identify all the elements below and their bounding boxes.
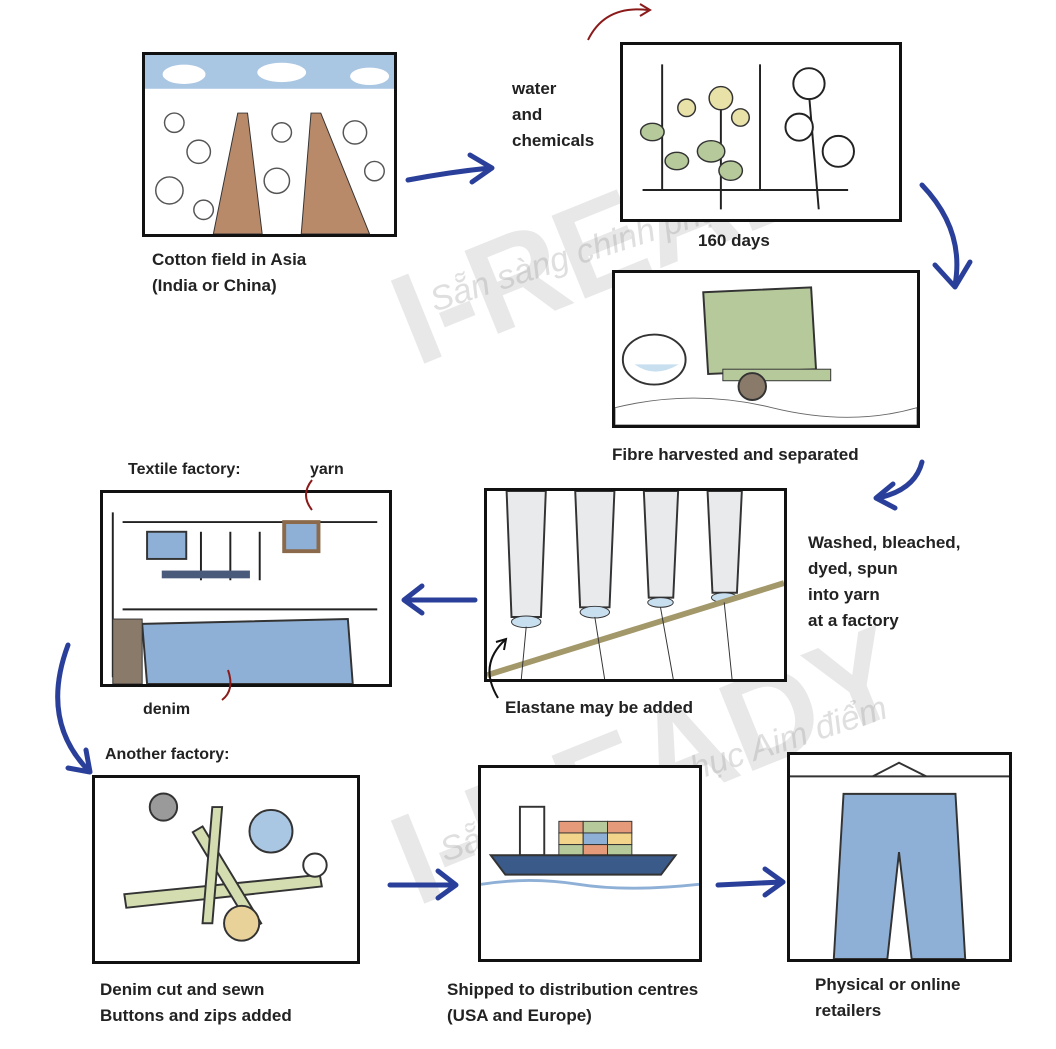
denim-label: denim <box>143 701 191 718</box>
caption-line: Washed, bleached, <box>808 533 961 552</box>
step2-caption: 160 days <box>698 231 770 250</box>
label-line: and <box>512 105 543 124</box>
textile-factory-heading: Textile factory: <box>128 461 241 478</box>
caption-line: Physical or online <box>815 975 961 994</box>
cargo-ship-image <box>478 765 702 962</box>
arrow-3-to-4 <box>873 459 925 511</box>
jeans-image <box>787 752 1012 962</box>
harvester-image <box>612 270 920 428</box>
arrow-1-to-2 <box>405 152 495 185</box>
caption-line: (USA and Europe) <box>447 1006 592 1025</box>
arrow-6-to-7 <box>387 868 459 901</box>
caption-line: Buttons and zips added <box>100 1006 292 1025</box>
arrow-2-to-3 <box>919 182 973 290</box>
caption-line: (India or China) <box>152 276 277 295</box>
water-input-arrow <box>587 3 652 41</box>
step3-caption: Fibre harvested and separated <box>612 445 859 464</box>
another-factory-heading: Another factory: <box>105 746 230 763</box>
step7-caption: Shipped to distribution centres (USA and… <box>447 977 698 1029</box>
caption-line: at a factory <box>808 611 899 630</box>
step6-caption: Denim cut and sewn Buttons and zips adde… <box>100 977 292 1029</box>
caption-line: Shipped to distribution centres <box>447 980 699 999</box>
arrow-7-to-8 <box>715 866 786 898</box>
loom-image <box>100 490 392 687</box>
caption-line: dyed, spun <box>808 559 898 578</box>
arrow-4-to-5 <box>401 583 478 616</box>
label-line: water <box>512 79 557 98</box>
buttons-zips-image <box>92 775 360 964</box>
step8-caption: Physical or online retailers <box>815 972 961 1024</box>
arrow-5-to-6 <box>55 642 93 775</box>
step1-caption: Cotton field in Asia (India or China) <box>152 247 306 299</box>
water-chemicals-label: water and chemicals <box>512 76 594 154</box>
caption-line: into yarn <box>808 585 880 604</box>
yarn-label: yarn <box>310 461 344 478</box>
caption-line: Denim cut and sewn <box>100 980 265 999</box>
step4-caption: Washed, bleached, dyed, spun into yarn a… <box>808 530 960 634</box>
cotton-field-image <box>142 52 397 237</box>
caption-line: retailers <box>815 1001 882 1020</box>
caption-line: Cotton field in Asia <box>152 250 307 269</box>
elastane-note: Elastane may be added <box>505 698 694 717</box>
cotton-plants-image <box>620 42 902 222</box>
spinning-image <box>484 488 787 682</box>
label-line: chemicals <box>512 131 595 150</box>
